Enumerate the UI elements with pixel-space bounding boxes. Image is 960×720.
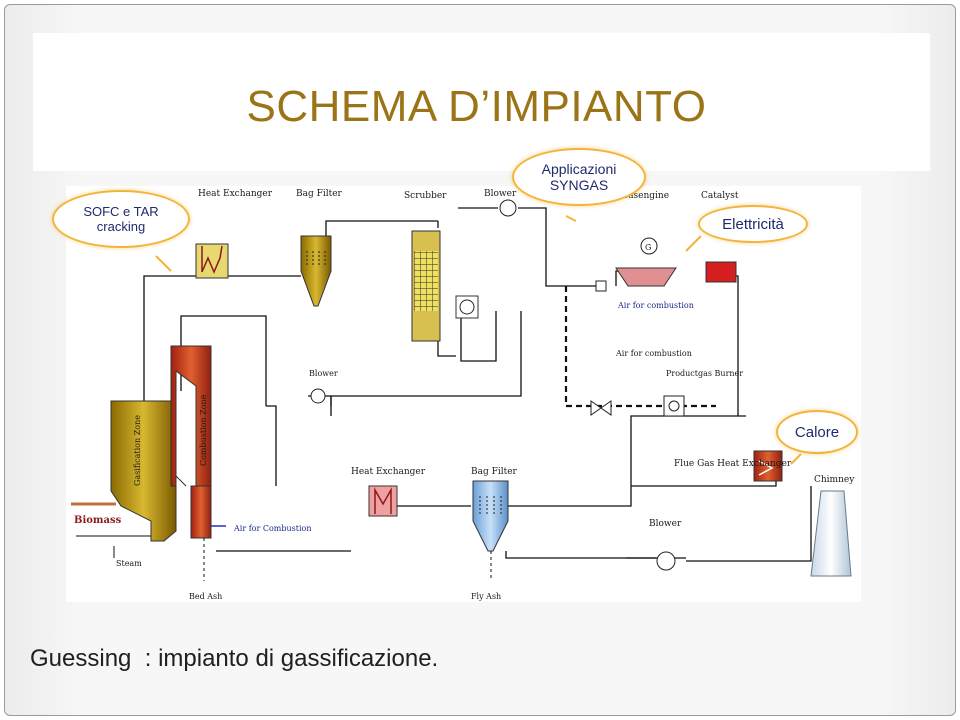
plant-diagram: G: [66, 186, 861, 602]
label-heat-exchanger-top: Heat Exchanger: [198, 189, 273, 199]
label-heat-exchanger-bottom: Heat Exchanger: [351, 467, 426, 477]
scrubber: [411, 230, 479, 342]
blower-mid-symbol: [310, 388, 326, 404]
label-productgas-burner: Productgas Burner: [666, 369, 743, 378]
callout-syngas: Applicazioni SYNGAS: [512, 148, 646, 206]
callout-sofc-text: SOFC e TAR cracking: [83, 204, 159, 234]
label-scrubber: Scrubber: [404, 191, 447, 201]
gas-engine: G: [595, 237, 677, 292]
label-bag-filter-bottom: Bag Filter: [471, 467, 518, 477]
label-biomass: Biomass: [74, 515, 122, 526]
combustion-zone: [170, 345, 212, 539]
label-chimney: Chimney: [814, 475, 855, 485]
label-blower-bottom: Blower: [649, 519, 682, 529]
title-band: [33, 33, 930, 171]
catalyst-block: [705, 261, 737, 283]
slide-title: SCHEMA D’IMPIANTO: [246, 82, 707, 131]
blower-bottom-symbol: [656, 551, 676, 571]
label-catalyst: Catalyst: [701, 191, 739, 201]
label-air-for-combustion-engine: Air for combustion: [617, 301, 694, 310]
svg-text:G: G: [645, 243, 651, 252]
label-air-for-combustion-burner: Air for combustion: [615, 349, 692, 358]
productgas-burner-symbol: [663, 395, 685, 417]
callout-elettricita-text: Elettricità: [722, 215, 784, 233]
slide-footer: Guessing : impianto di gassificazione.: [30, 645, 439, 672]
callout-calore: Calore: [776, 410, 858, 454]
heat-exchanger-top: [195, 243, 229, 279]
bag-filter-bottom: [472, 480, 509, 581]
flue-gas-heat-exchanger: [753, 450, 783, 482]
plant-diagram-svg: G: [71, 189, 855, 601]
valve-icon: [590, 400, 612, 416]
label-combustion-zone: Combustion Zone: [199, 394, 208, 466]
callout-sofc: SOFC e TAR cracking: [52, 190, 190, 248]
callout-elettricita: Elettricità: [698, 205, 808, 243]
svg-text:Heat Exchanger: Heat Exchanger: [198, 189, 273, 199]
label-blower-mid: Blower: [309, 369, 338, 378]
callout-syngas-text: Applicazioni SYNGAS: [541, 161, 617, 193]
label-bag-filter-top: Bag Filter: [296, 189, 343, 199]
label-gasification-zone: Gasification Zone: [133, 415, 142, 486]
callout-calore-text: Calore: [794, 423, 840, 441]
blower-top-symbol: [499, 199, 517, 217]
label-bed-ash: Bed Ash: [189, 592, 222, 601]
chimney-stack: [810, 490, 852, 577]
label-gasengine: Gasengine: [621, 191, 669, 201]
bag-filter-top: [300, 235, 332, 307]
label-steam: Steam: [116, 559, 142, 568]
label-flue-gas-heat-exchanger: Flue Gas Heat Exchanger: [674, 459, 792, 469]
label-air-for-combustion-gasifier: Air for Combustion: [233, 524, 312, 533]
label-blower-top: Blower: [484, 189, 517, 199]
pointer-sofc: [155, 255, 172, 272]
heat-exchanger-bottom: [368, 485, 398, 517]
label-fly-ash: Fly Ash: [471, 592, 501, 601]
